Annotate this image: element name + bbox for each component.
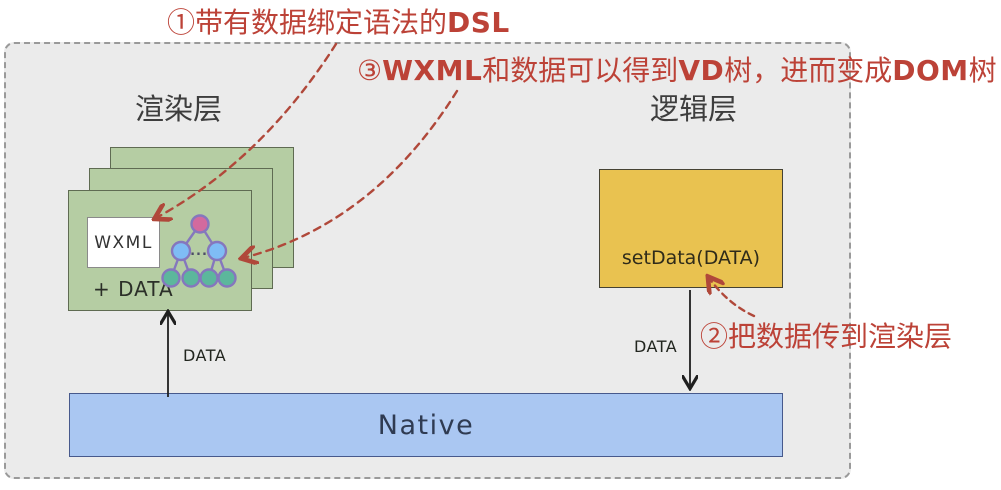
annotation-step3-text: 树，进而变成 [724,54,893,87]
annotation-step3-text: ③ [357,54,383,87]
logic-layer-title: 逻辑层 [650,92,738,126]
data-label-right: DATA [634,337,678,356]
annotation-step1-dsl: DSL [447,6,510,39]
render-layer-title: 渲染层 [135,92,223,126]
annotation-step2: ②把数据传到渲染层 [700,320,953,353]
annotation-step3-vd: VD [678,54,725,87]
annotation-step3-wxml: WXML [382,54,483,87]
annotation-step1-text: ①带有数据绑定语法的 [167,6,448,39]
annotation-step1: ①带有数据绑定语法的DSL [167,6,510,39]
data-label-left: DATA [183,346,227,365]
setdata-label: setData(DATA) [621,247,761,269]
native-bar: Native [69,393,783,457]
logic-box: setData(DATA) [599,169,783,288]
annotation-step3-dom: DOM [892,54,969,87]
annotation-step2-text: ②把数据传到渲染层 [700,320,953,353]
wxml-label: WXML [94,232,153,253]
wxml-box: WXML [87,217,160,268]
native-label: Native [377,409,475,441]
annotation-step3-text: 和数据可以得到 [482,54,679,87]
annotation-step3: ③WXML和数据可以得到VD树，进而变成DOM树 [357,54,997,87]
plus-data-label: + DATA [93,277,174,301]
render-card-front: WXML + DATA [68,190,252,311]
annotation-step3-text: 树 [968,54,997,87]
